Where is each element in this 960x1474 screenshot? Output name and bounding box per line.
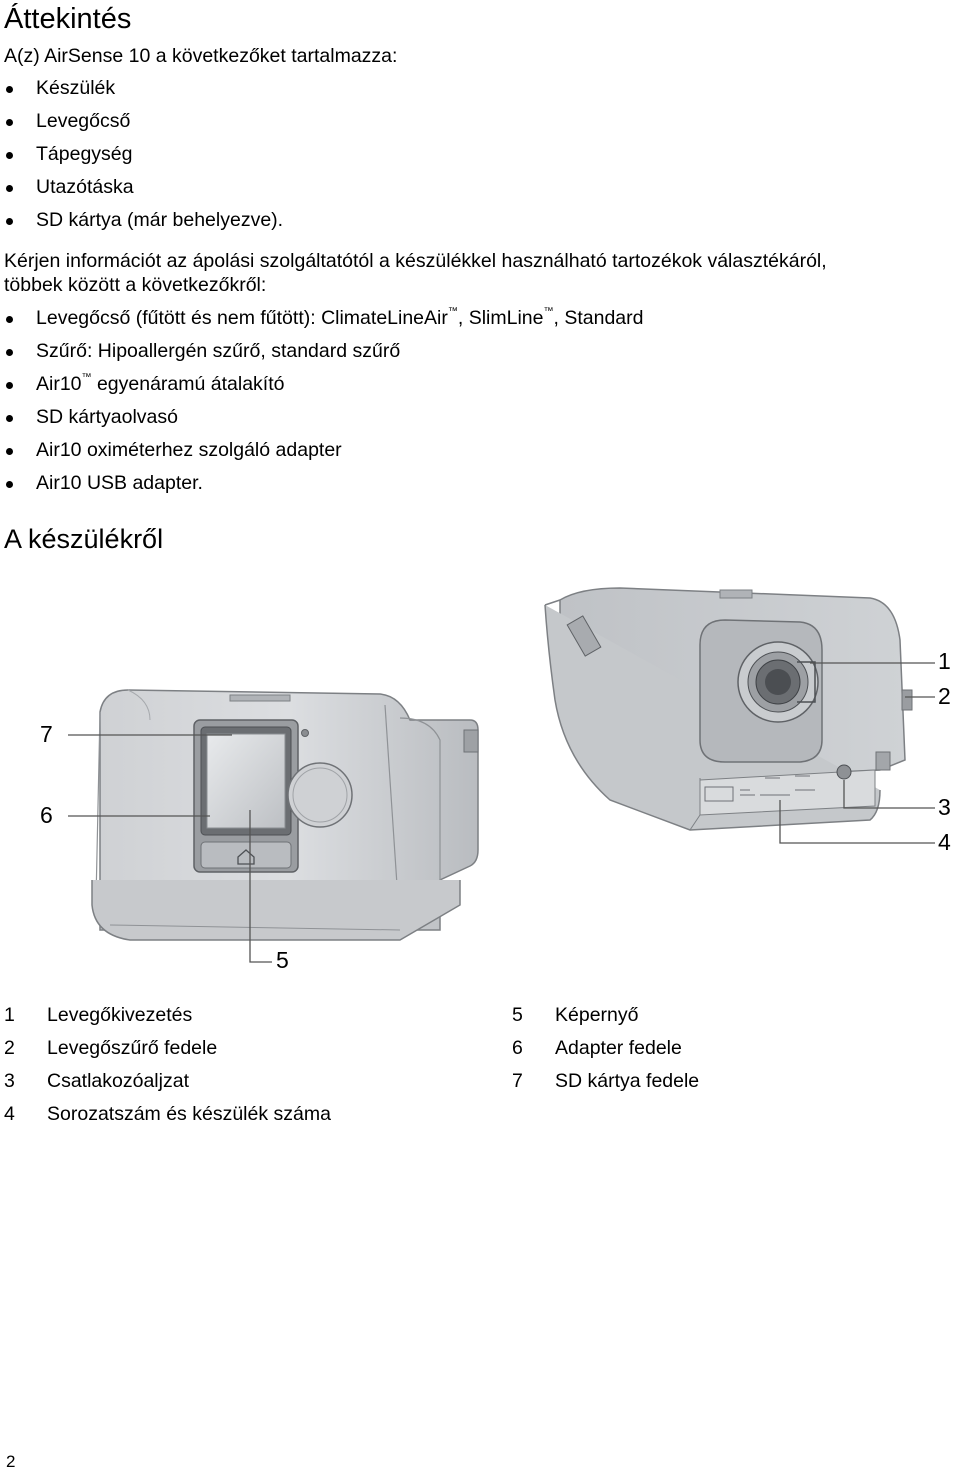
callout-lines-rear: [779, 662, 935, 844]
accessories-list: Levegőcső (fűtött és nem fűtött): Climat…: [0, 302, 643, 500]
callout-lines-front: [68, 734, 272, 963]
accessories-intro-line: többek között a következőkről:: [4, 274, 267, 296]
trademark: ™: [81, 372, 92, 383]
section-heading-device: A készülékről: [4, 524, 164, 554]
power-socket-icon: [836, 764, 852, 780]
legend-label: Levegőkivezetés: [47, 1004, 193, 1026]
list-item: Készülék: [0, 72, 283, 105]
home-icon: [237, 849, 255, 865]
item-text: , SlimLine: [457, 307, 544, 329]
legend-right: 5 Képernyő 6 Adapter fedele 7 SD kártya fed…: [512, 999, 699, 1098]
legend-label: Levegőszűrő fedele: [47, 1037, 218, 1059]
legend-label: Adapter fedele: [555, 1037, 682, 1059]
list-item: SD kártya (már behelyezve).: [0, 204, 283, 237]
legend-label: SD kártya fedele: [555, 1070, 700, 1092]
legend-number: 6: [512, 1037, 523, 1059]
legend-left: 1 Levegőkivezetés 2 Levegőszűrő fedele 3 Cs…: [4, 999, 331, 1131]
item-text: Air10 oximéterhez szolgáló adapter: [36, 439, 342, 461]
item-text: Air10: [36, 373, 82, 395]
legend-item: 7 SD kártya fedele: [512, 1065, 699, 1098]
callout-label: 3: [938, 794, 951, 820]
legend-label: Csatlakozóaljzat: [47, 1070, 189, 1092]
list-item: Levegőcső (fűtött és nem fűtött): Climat…: [0, 302, 643, 335]
legend-item: 4 Sorozatszám és készülék száma: [4, 1098, 331, 1131]
item-text: Levegőcső (fűtött és nem fűtött): Climat…: [36, 307, 448, 329]
list-item: Air10 USB adapter.: [0, 467, 643, 500]
contents-list: Készülék Levegőcső Tápegység Utazótáska …: [0, 72, 283, 237]
legend-number: 5: [512, 1004, 523, 1026]
accessories-intro: Kérjen információt az ápolási szolgáltat…: [4, 249, 827, 297]
callout-label: 1: [938, 648, 951, 674]
callout-label: 7: [40, 721, 53, 747]
list-item: Szűrő: Hipoallergén szűrő, standard szűr…: [0, 335, 643, 368]
legend-number: 7: [512, 1070, 523, 1092]
legend-number: 4: [4, 1103, 15, 1125]
item-text: Szűrő: Hipoallergén szűrő, standard szűr…: [36, 340, 401, 362]
callout-label: 2: [938, 683, 951, 709]
item-text: , Standard: [553, 307, 644, 329]
front-view-device: [91, 689, 479, 941]
page-number: 2: [6, 1452, 16, 1471]
page-title: Áttekintés: [4, 3, 132, 35]
list-item: Air10™ egyenáramú átalakító: [0, 368, 643, 401]
intro-text: A(z) AirSense 10 a következőket tartalma…: [4, 45, 398, 67]
legend-label: Sorozatszám és készülék száma: [47, 1103, 331, 1125]
trademark: ™: [543, 306, 554, 317]
callout-label: 4: [938, 829, 951, 855]
device-illustration: [68, 587, 935, 963]
item-text: egyenáramú átalakító: [91, 373, 285, 395]
list-item: Utazótáska: [0, 171, 283, 204]
list-item: Levegőcső: [0, 105, 283, 138]
legend-number: 1: [4, 1004, 15, 1026]
list-item: Tápegység: [0, 138, 283, 171]
legend-item: 6 Adapter fedele: [512, 1032, 699, 1065]
callout-label: 6: [40, 802, 53, 828]
callout-label: 5: [276, 947, 289, 973]
list-item: SD kártyaolvasó: [0, 401, 643, 434]
item-text: Air10 USB adapter.: [36, 472, 203, 494]
legend-item: 3 Csatlakozóaljzat: [4, 1065, 331, 1098]
legend-item: 5 Képernyő: [512, 999, 699, 1032]
legend-number: 3: [4, 1070, 15, 1092]
legend-item: 2 Levegőszűrő fedele: [4, 1032, 331, 1065]
list-item: Air10 oximéterhez szolgáló adapter: [0, 434, 643, 467]
legend-item: 1 Levegőkivezetés: [4, 999, 331, 1032]
rear-view-device: [544, 587, 913, 831]
control-dial: [287, 762, 353, 828]
item-text: SD kártyaolvasó: [36, 406, 178, 428]
trademark: ™: [447, 306, 458, 317]
legend-label: Képernyő: [555, 1004, 639, 1026]
accessories-intro-line: Kérjen információt az ápolási szolgáltat…: [4, 250, 827, 272]
legend-number: 2: [4, 1037, 15, 1059]
